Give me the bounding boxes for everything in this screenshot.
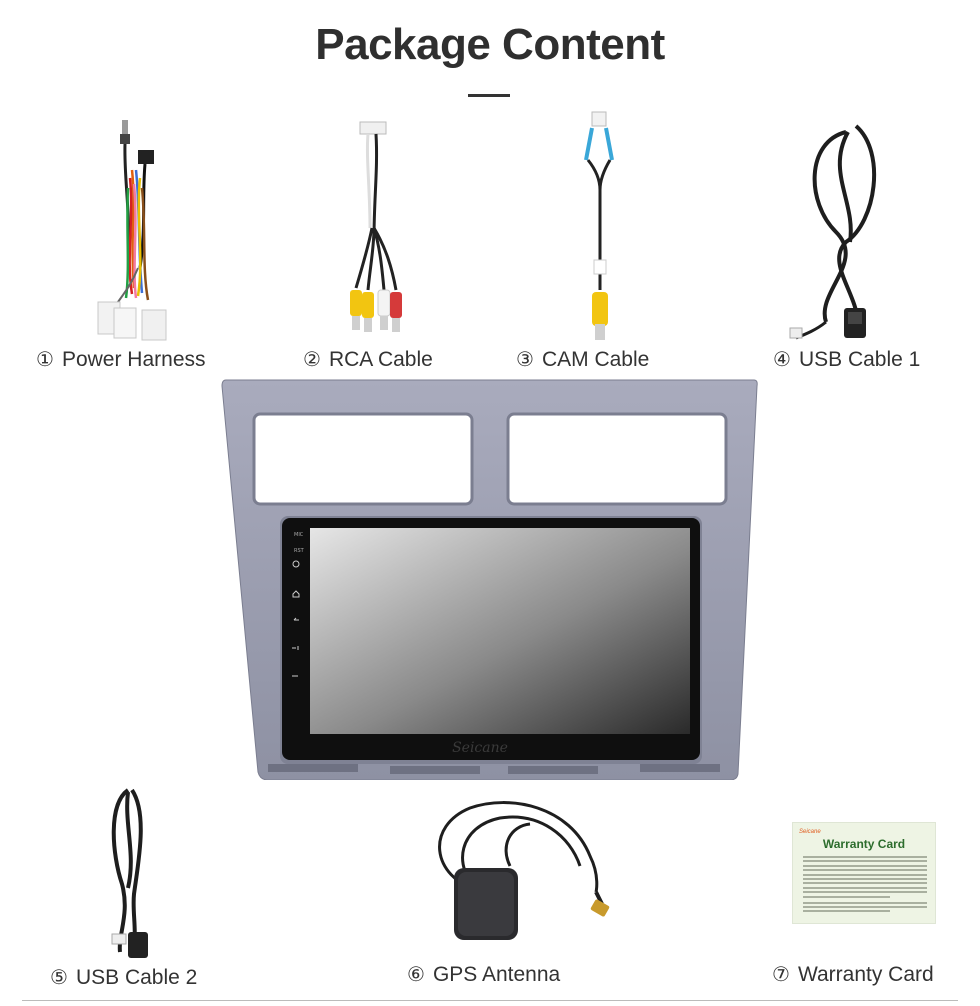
title-underline xyxy=(468,94,510,97)
warranty-card-title: Warranty Card xyxy=(822,837,906,851)
usb-cable-1-image xyxy=(789,124,877,340)
warranty-card-brand: Seicane xyxy=(799,829,821,835)
cam-cable-image xyxy=(584,111,614,340)
gps-antenna-image xyxy=(438,801,610,940)
svg-text:MIC: MIC xyxy=(294,532,304,538)
svg-text:Seicane: Seicane xyxy=(452,740,508,756)
power-harness-image xyxy=(97,120,167,341)
head-unit-image: MIC RST Seicane xyxy=(221,379,758,780)
warranty-card-text xyxy=(803,856,927,915)
usb-cable-2-image xyxy=(111,788,148,958)
bottom-divider xyxy=(22,1000,958,1001)
page-title: Package Content xyxy=(315,20,665,69)
warranty-card-image: Seicane Warranty Card xyxy=(792,822,936,924)
svg-text:RST: RST xyxy=(294,548,305,554)
rca-cable-image xyxy=(350,121,402,332)
